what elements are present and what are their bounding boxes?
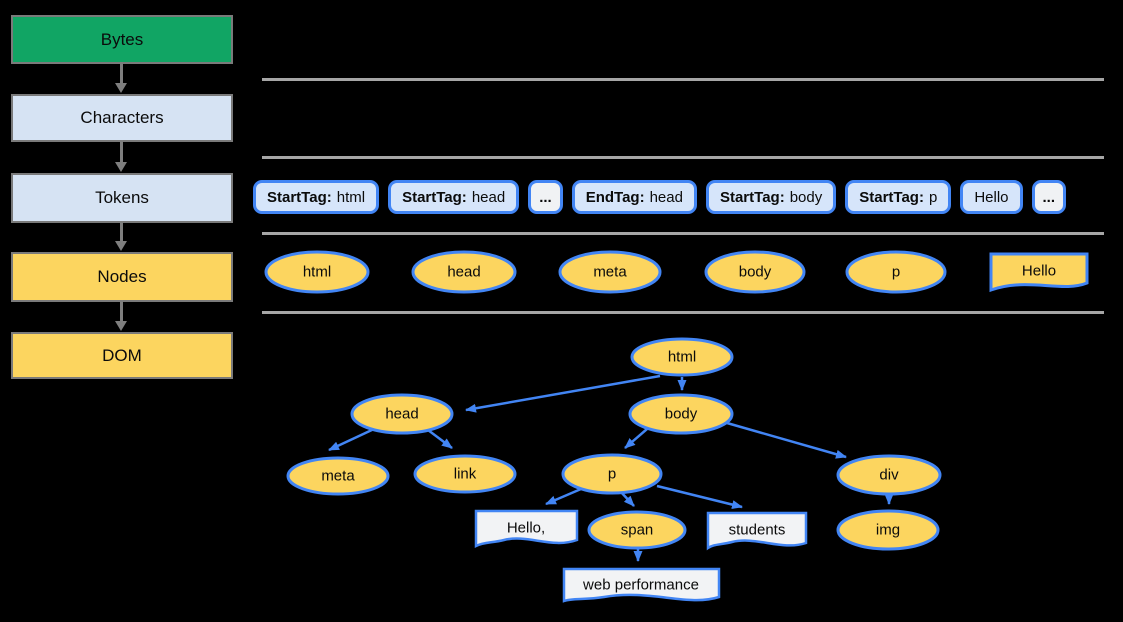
node-p: p xyxy=(845,250,947,294)
token-kind: StartTag: xyxy=(859,188,924,206)
svg-text:div: div xyxy=(879,467,899,484)
token-value: p xyxy=(928,188,938,206)
dom-text-node-students: students xyxy=(706,511,808,551)
svg-text:web performance: web performance xyxy=(582,577,699,594)
token-ellipsis: ... xyxy=(528,180,563,214)
svg-text:body: body xyxy=(665,406,698,423)
token-starttag-p: StartTag:p xyxy=(845,180,952,214)
svg-text:Hello: Hello xyxy=(1022,263,1056,280)
dom-text-node-web-performance: web performance xyxy=(562,567,721,603)
token-value: head xyxy=(471,188,506,206)
token-value: Hello xyxy=(974,188,1009,206)
dom-node-meta: meta xyxy=(286,456,390,496)
separator-line xyxy=(262,232,1104,235)
stage-bytes: Bytes xyxy=(11,15,233,64)
separator-line xyxy=(262,311,1104,314)
token-kind: StartTag: xyxy=(402,188,467,206)
token-text-hello: Hello xyxy=(960,180,1023,214)
stage-dom-label: DOM xyxy=(102,345,142,365)
token-kind: StartTag: xyxy=(719,188,785,206)
stage-tokens: Tokens xyxy=(11,173,233,223)
dom-node-div: div xyxy=(836,454,942,496)
svg-text:body: body xyxy=(739,264,772,281)
token-value: body xyxy=(789,188,823,206)
token-starttag-body: StartTag:body xyxy=(705,180,837,214)
svg-text:meta: meta xyxy=(593,264,627,281)
separator-line xyxy=(262,156,1104,159)
svg-text:Hello,: Hello, xyxy=(507,520,545,537)
svg-text:p: p xyxy=(608,466,616,483)
dom-tree-edges xyxy=(328,374,894,562)
svg-text:meta: meta xyxy=(321,468,355,485)
token-ellipsis: ... xyxy=(1031,180,1067,214)
down-arrow-icon xyxy=(115,300,127,331)
down-arrow-icon xyxy=(115,221,127,251)
stage-characters-label: Characters xyxy=(80,108,164,127)
dom-node-head: head xyxy=(350,393,454,435)
svg-text:img: img xyxy=(876,522,900,539)
token-value: ... xyxy=(1042,188,1056,206)
svg-text:head: head xyxy=(447,264,480,281)
dom-node-span: span xyxy=(587,510,687,550)
svg-text:p: p xyxy=(892,264,900,281)
dom-node-body: body xyxy=(628,393,734,435)
svg-text:span: span xyxy=(621,522,654,539)
svg-text:html: html xyxy=(303,264,331,281)
tokens-row: StartTag:html StartTag:head ... EndTag:h… xyxy=(253,180,1067,214)
stage-bytes-label: Bytes xyxy=(100,29,144,49)
token-value: ... xyxy=(539,188,552,206)
svg-text:head: head xyxy=(385,406,418,423)
svg-text:html: html xyxy=(668,349,696,366)
dom-node-html: html xyxy=(630,337,734,377)
token-value: html xyxy=(336,188,366,206)
separator-line xyxy=(262,78,1104,81)
stage-tokens-label: Tokens xyxy=(95,188,149,207)
dom-node-p: p xyxy=(561,453,663,495)
dom-text-node-hello: Hello, xyxy=(474,509,579,549)
svg-text:students: students xyxy=(729,522,786,539)
token-starttag-html: StartTag:html xyxy=(253,180,380,214)
stage-dom: DOM xyxy=(11,332,233,379)
token-endtag-head: EndTag:head xyxy=(571,180,697,214)
down-arrow-icon xyxy=(115,62,127,93)
token-value: head xyxy=(649,188,683,206)
node-body: body xyxy=(704,250,806,294)
dom-node-img: img xyxy=(836,509,940,551)
node-meta: meta xyxy=(558,250,662,294)
svg-text:link: link xyxy=(454,466,477,483)
token-kind: StartTag: xyxy=(267,188,332,206)
down-arrow-icon xyxy=(115,140,127,172)
node-html: html xyxy=(264,250,370,294)
token-starttag-head: StartTag:head xyxy=(388,180,520,214)
dom-node-link: link xyxy=(413,454,517,494)
node-head: head xyxy=(411,250,517,294)
node-text-hello: Hello xyxy=(989,252,1089,293)
stage-nodes-label: Nodes xyxy=(97,267,147,286)
token-kind: EndTag: xyxy=(585,188,645,206)
